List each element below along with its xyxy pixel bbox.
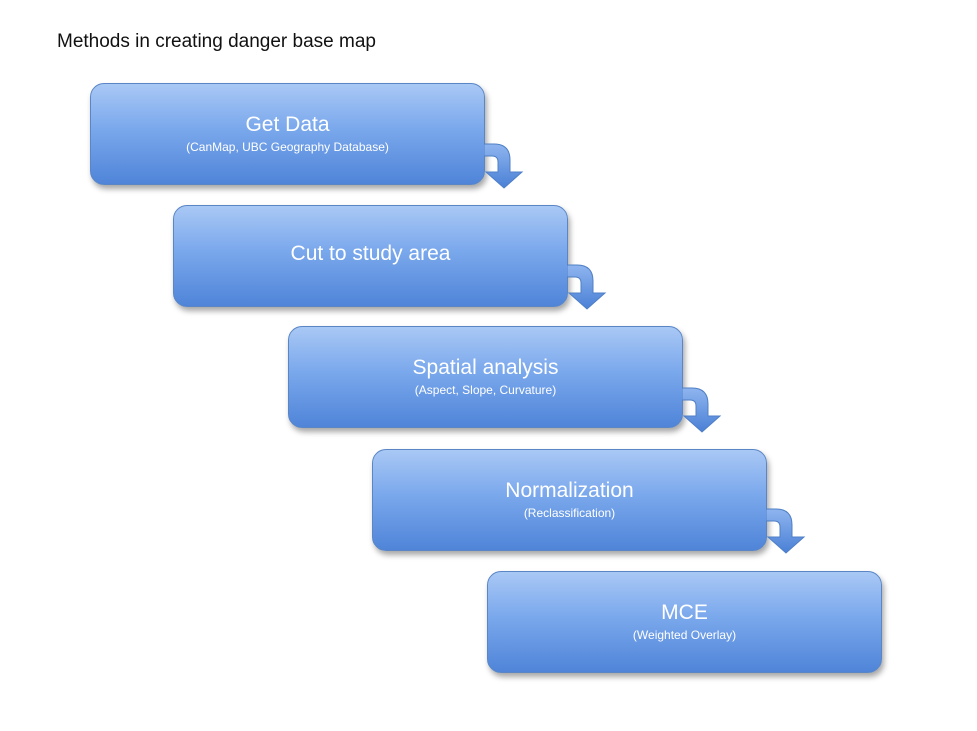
- step-cut-to-study-area: Cut to study area: [173, 205, 568, 307]
- step-sublabel: (Reclassification): [523, 506, 616, 520]
- step-label: Get Data: [245, 113, 330, 136]
- curved-down-arrow-icon: [567, 264, 607, 310]
- step-label: MCE: [661, 601, 708, 624]
- curved-down-arrow-icon: [682, 387, 722, 433]
- step-spatial-analysis: Spatial analysis (Aspect, Slope, Curvatu…: [288, 326, 683, 428]
- step-label: Normalization: [505, 479, 634, 502]
- curved-down-arrow-icon: [484, 143, 524, 189]
- step-sublabel: (Aspect, Slope, Curvature): [414, 383, 557, 397]
- step-label: Cut to study area: [290, 242, 451, 265]
- step-sublabel: (Weighted Overlay): [632, 628, 737, 642]
- step-normalization: Normalization (Reclassification): [372, 449, 767, 551]
- step-mce: MCE (Weighted Overlay): [487, 571, 882, 673]
- curved-down-arrow-icon: [766, 508, 806, 554]
- step-sublabel: (CanMap, UBC Geography Database): [186, 140, 389, 154]
- diagram-title: Methods in creating danger base map: [57, 31, 376, 52]
- step-get-data: Get Data (CanMap, UBC Geography Database…: [90, 83, 485, 185]
- step-label: Spatial analysis: [412, 356, 559, 379]
